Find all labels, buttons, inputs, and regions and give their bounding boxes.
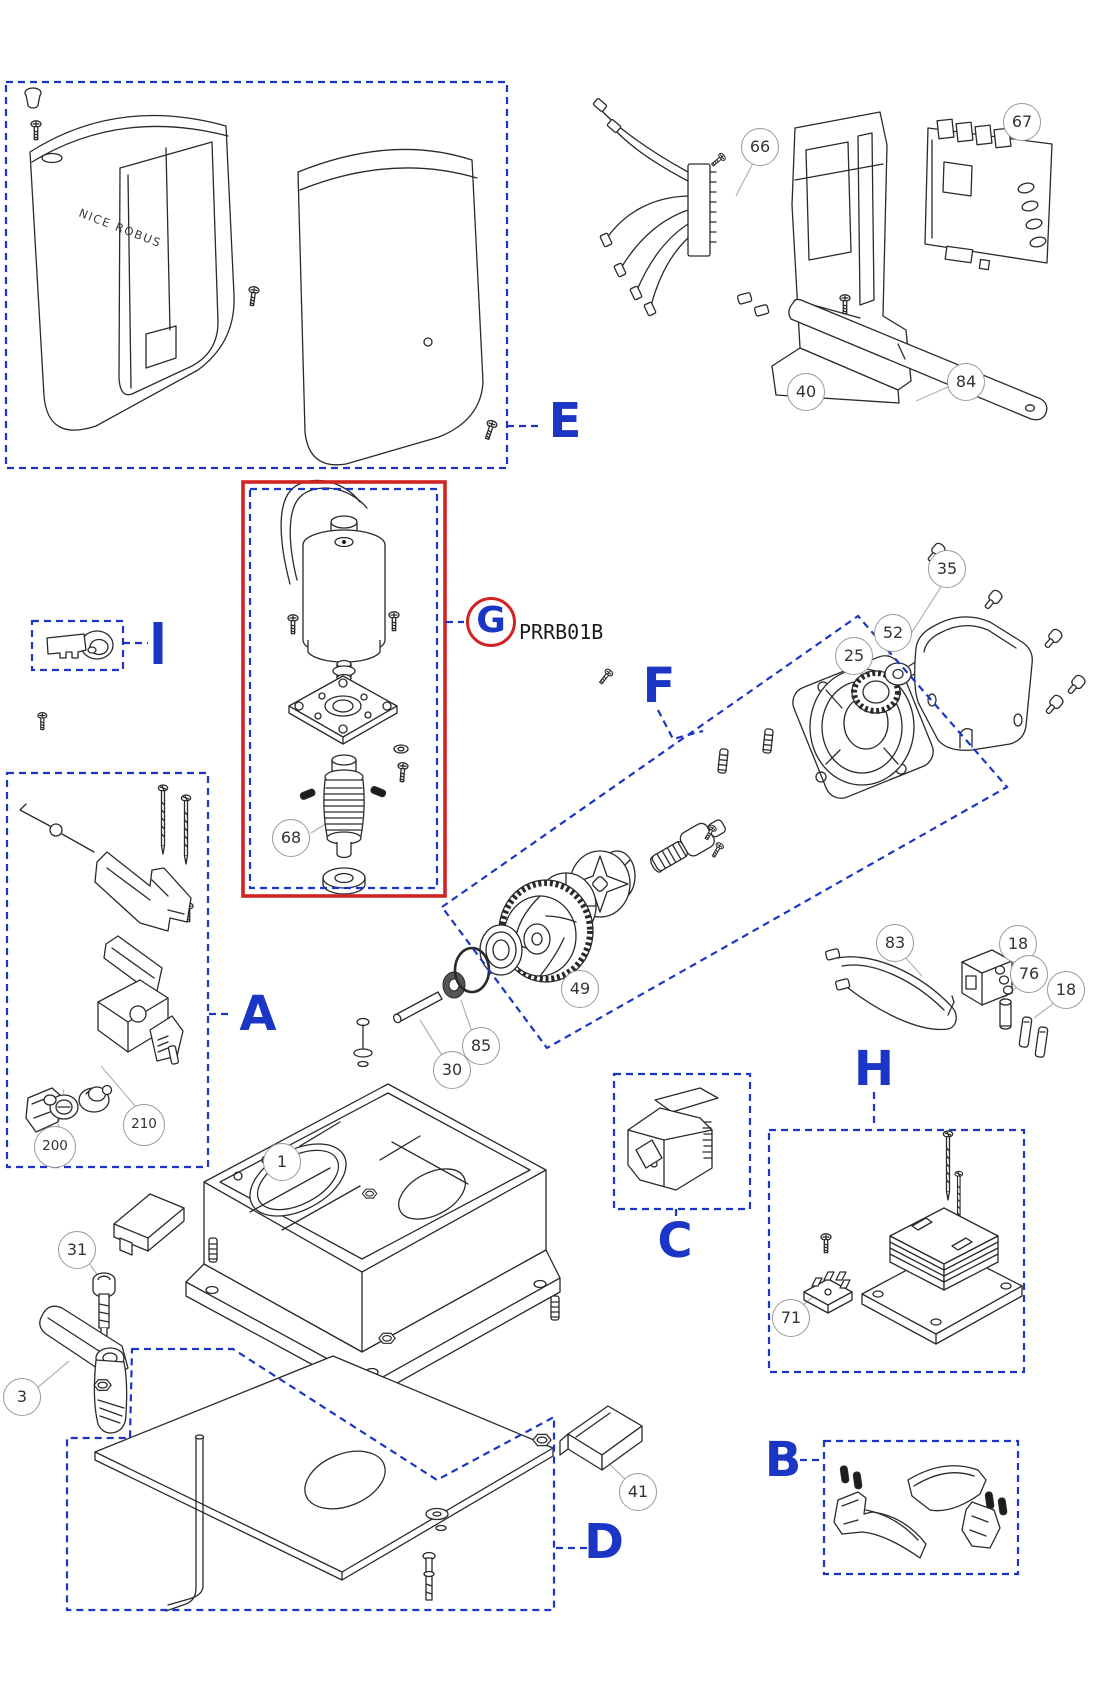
clips-18-drawing — [1018, 1016, 1049, 1058]
wire-harness-drawing — [592, 98, 717, 317]
wire-83-drawing — [824, 948, 957, 1031]
release-lock-drawing — [19, 712, 194, 1133]
section-boxes — [4, 80, 1026, 1612]
cover-left-drawing: NICE ROBUS — [24, 87, 261, 431]
cover-41-drawing — [559, 1405, 643, 1471]
foundation-plate-drawing — [94, 1188, 554, 1612]
key-drawing — [46, 630, 114, 660]
capacitor-76-drawing — [999, 998, 1012, 1030]
limit-switch-drawing — [627, 823, 725, 1191]
pcb-67-drawing — [924, 118, 1053, 271]
gearbox-drawing — [392, 540, 1088, 1024]
cover-right-drawing — [297, 148, 499, 466]
highlighted-part-box — [241, 480, 447, 898]
label-leader-lines — [123, 424, 876, 1550]
motor-kit-drawing — [280, 479, 409, 895]
chassis-panel-40-drawing — [709, 111, 912, 404]
release-cables-drawing — [833, 1465, 1008, 1559]
transformer-kit-drawing — [803, 1130, 1023, 1345]
switch-18-drawing — [961, 949, 1014, 1006]
